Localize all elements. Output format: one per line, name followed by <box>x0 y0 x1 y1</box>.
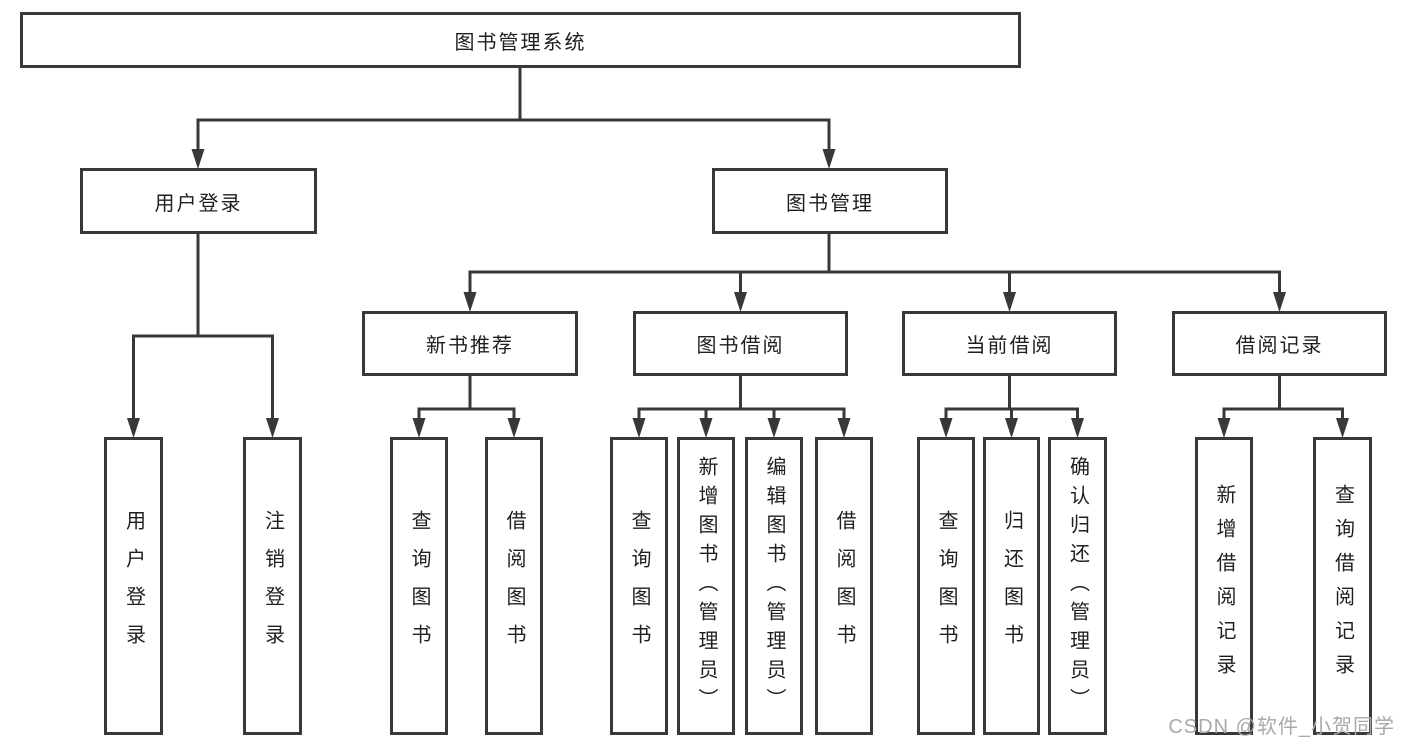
csdn-watermark: CSDN @软件_小贺同学 <box>1168 716 1395 738</box>
leaf-query-borrow-record: 查询借阅记录 <box>1313 437 1372 735</box>
leaf-recommend-borrow-books-label: 借阅图书 <box>503 510 525 662</box>
leaf-add-books-admin-label: 新增图书（管理员） <box>695 455 717 717</box>
node-root-system: 图书管理系统 <box>20 12 1021 68</box>
leaf-borrow-query-books: 查询图书 <box>610 437 668 735</box>
leaf-query-borrow-record-label: 查询借阅记录 <box>1331 484 1354 688</box>
leaf-borrow-query-books-label: 查询图书 <box>628 510 650 662</box>
leaf-user-login-label: 用户登录 <box>122 510 145 662</box>
leaf-return-books-label: 归还图书 <box>1000 510 1023 662</box>
node-book-management: 图书管理 <box>712 168 948 234</box>
node-book-borrow: 图书借阅 <box>633 311 848 376</box>
node-current-borrow: 当前借阅 <box>902 311 1117 376</box>
leaf-logout-label: 注销登录 <box>261 510 284 662</box>
leaf-borrow-books: 借阅图书 <box>815 437 873 735</box>
leaf-confirm-return-admin: 确认归还（管理员） <box>1048 437 1107 735</box>
leaf-add-books-admin: 新增图书（管理员） <box>677 437 735 735</box>
leaf-recommend-query-books: 查询图书 <box>390 437 448 735</box>
leaf-add-borrow-record-label: 新增借阅记录 <box>1213 484 1235 688</box>
node-borrow-records: 借阅记录 <box>1172 311 1387 376</box>
leaf-logout: 注销登录 <box>243 437 302 735</box>
leaf-return-books: 归还图书 <box>983 437 1040 735</box>
leaf-confirm-return-admin-label: 确认归还（管理员） <box>1066 455 1089 717</box>
leaf-recommend-query-books-label: 查询图书 <box>408 510 430 662</box>
leaf-current-query-books: 查询图书 <box>917 437 975 735</box>
node-new-book-recommend: 新书推荐 <box>362 311 578 376</box>
leaf-add-borrow-record: 新增借阅记录 <box>1195 437 1253 735</box>
leaf-user-login: 用户登录 <box>104 437 163 735</box>
leaf-edit-books-admin: 编辑图书（管理员） <box>745 437 803 735</box>
node-user-login: 用户登录 <box>80 168 317 234</box>
leaf-current-query-books-label: 查询图书 <box>935 510 957 662</box>
leaf-borrow-books-label: 借阅图书 <box>833 510 855 662</box>
leaf-edit-books-admin-label: 编辑图书（管理员） <box>763 455 785 717</box>
leaf-recommend-borrow-books: 借阅图书 <box>485 437 543 735</box>
